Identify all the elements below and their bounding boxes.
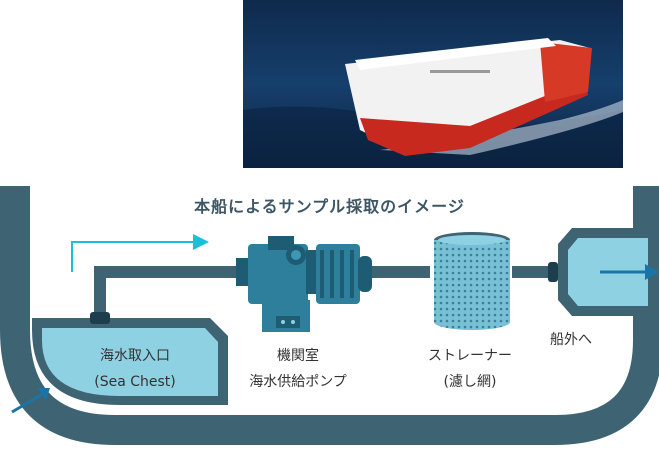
sea-chest-label-line2: (Sea Chest)	[94, 374, 176, 390]
pump-label: 機関室 海水供給ポンプ	[228, 346, 368, 392]
strainer-icon	[434, 232, 510, 330]
sea-chest-label: 海水取入口 (Sea Chest)	[60, 346, 210, 392]
seawater-piping	[90, 266, 552, 324]
outboard-label: 船外へ	[550, 332, 592, 348]
sea-chest	[32, 318, 228, 405]
strainer-label: ストレーナー (濾し網)	[410, 346, 530, 392]
pump-label-line2: 海水供給ポンプ	[249, 374, 347, 390]
strainer-label-line1: ストレーナー	[428, 348, 512, 364]
strainer-label-line2: (濾し網)	[443, 374, 497, 390]
outlet-arrow	[600, 264, 659, 280]
flow-direction-arrow	[71, 234, 209, 272]
seawater-inlet-arrow	[11, 388, 50, 414]
hull-outline	[0, 186, 659, 445]
seawater-pump-icon	[236, 236, 372, 332]
pump-label-line1: 機関室	[277, 348, 319, 364]
sea-chest-label-line1: 海水取入口	[100, 348, 170, 364]
car-carrier-ship-photo	[243, 0, 623, 168]
diagram-title: 本船によるサンプル採取のイメージ	[194, 197, 465, 216]
